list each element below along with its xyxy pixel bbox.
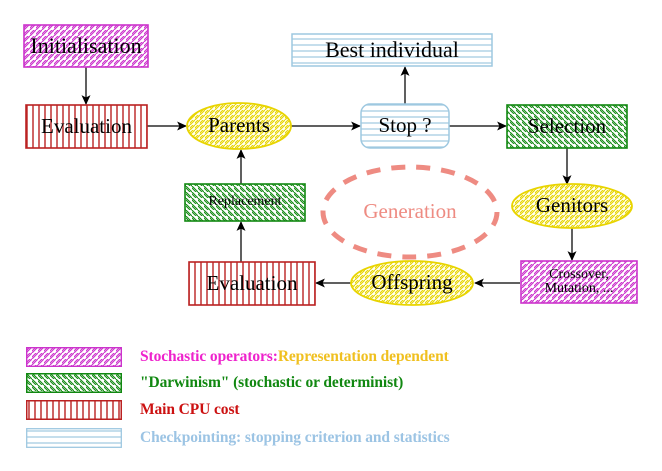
node-evaluation-top	[25, 104, 148, 149]
legend-swatch-diagonal-back-green	[26, 373, 122, 393]
legend-item-darwinism: "Darwinism" (stochastic or determinist)	[26, 373, 403, 393]
node-genitors	[511, 183, 633, 229]
legend-label-representation-dependent: Representation dependent	[277, 348, 449, 365]
legend-item-main-cpu-cost: Main CPU cost	[26, 400, 240, 420]
legend-swatch-horizontal-blue	[26, 428, 122, 448]
node-initialisation	[23, 24, 149, 68]
node-generation-boundary	[320, 164, 500, 260]
node-evaluation-bottom	[188, 261, 316, 306]
node-best-individual	[291, 33, 493, 67]
legend-label-stochastic-operators: Stochastic operators:	[140, 348, 278, 365]
legend-swatch-diagonal-forward-magenta	[26, 347, 122, 367]
node-parents	[186, 102, 292, 150]
node-replacement	[184, 183, 306, 222]
node-crossover-mutation	[520, 260, 638, 304]
legend-item-checkpointing: Checkpointing: stopping criterion and st…	[26, 428, 450, 448]
legend-label-checkpointing: Checkpointing: stopping criterion and st…	[140, 429, 450, 446]
legend-swatch-vertical-red	[26, 400, 122, 420]
legend-label-main-cpu-cost: Main CPU cost	[140, 401, 240, 418]
node-selection	[506, 104, 628, 149]
legend-label-darwinism: "Darwinism" (stochastic or determinist)	[140, 374, 404, 391]
node-stop	[360, 103, 450, 149]
legend-item-stochastic-operators: Stochastic operators: Representation dep…	[26, 347, 449, 367]
edges-group	[81, 66, 577, 288]
node-offspring	[350, 260, 474, 306]
